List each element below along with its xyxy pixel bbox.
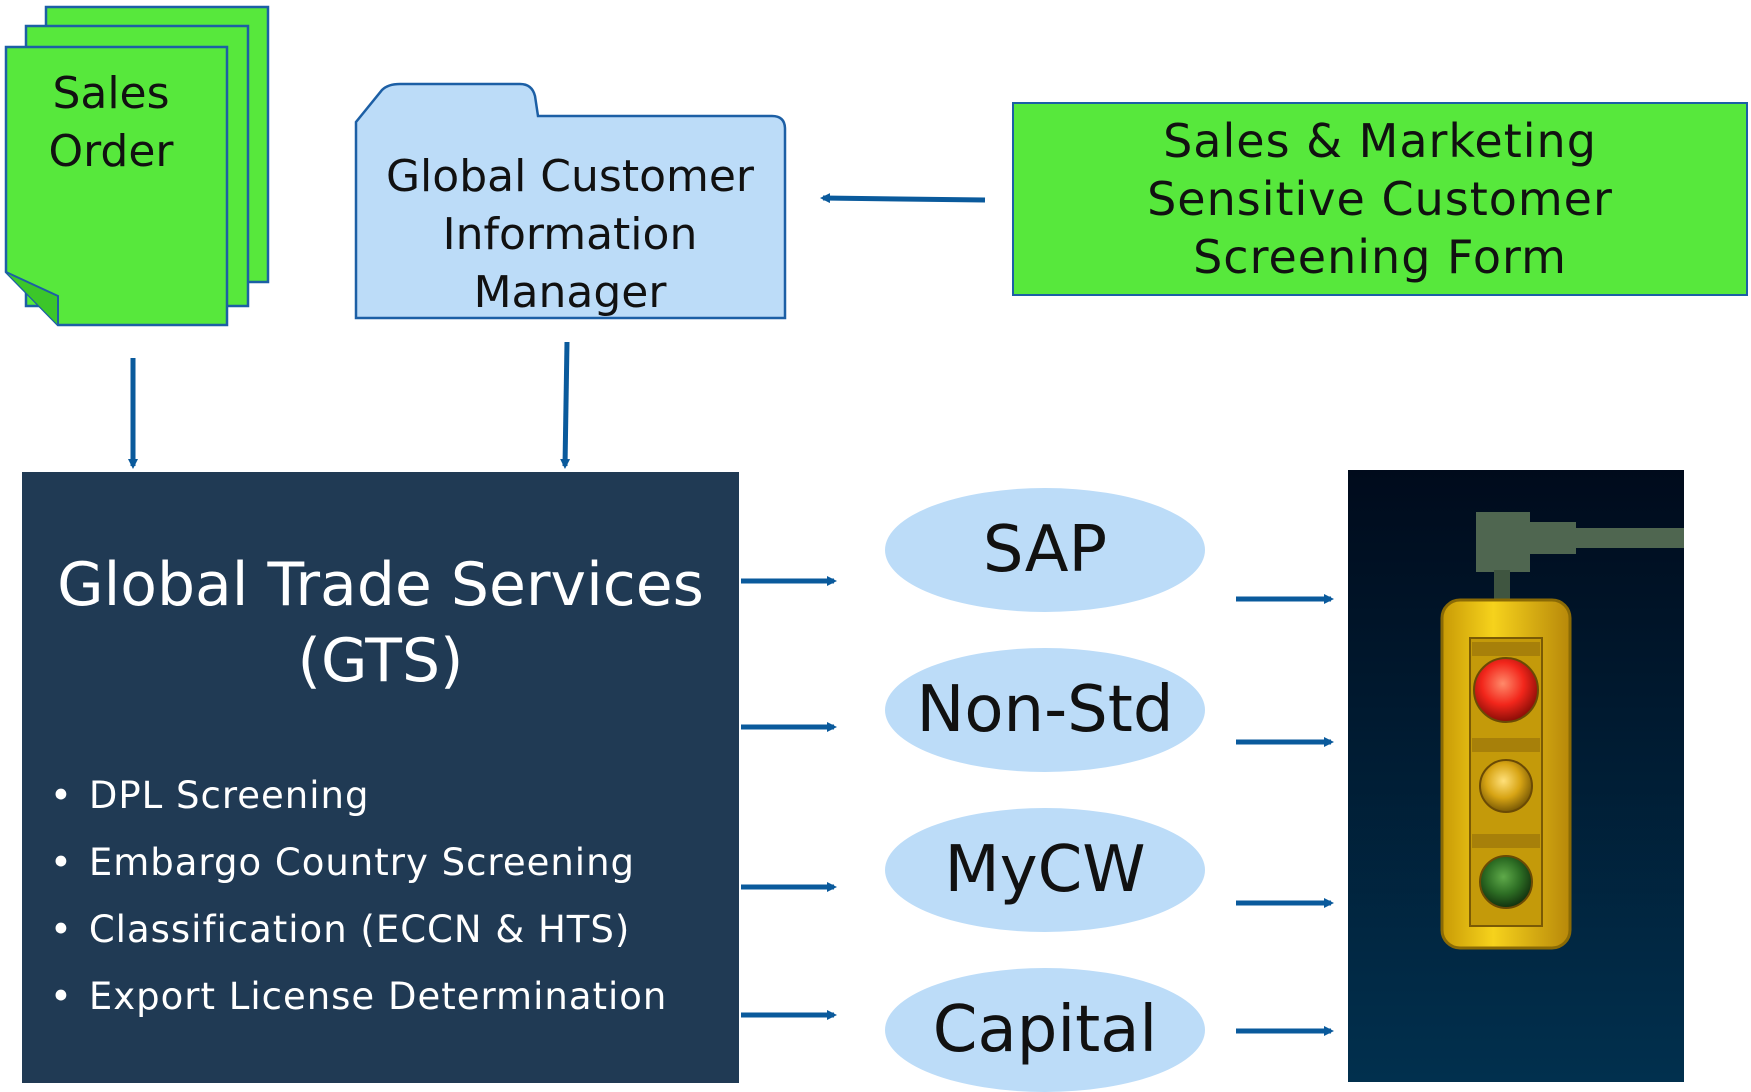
visor-red	[1472, 642, 1540, 656]
pole-bracket	[1526, 522, 1576, 554]
gts-bullet-classification: Classification (ECCN & HTS)	[50, 896, 667, 963]
system-oval-nonstd: Non-Std	[885, 648, 1205, 772]
gts-bullet-license: Export License Determination	[50, 963, 667, 1030]
gts-bullet-dpl: DPL Screening	[50, 762, 667, 829]
arrow-gcim-to-gts	[560, 341, 571, 469]
pole-mount	[1476, 512, 1530, 572]
gcim-line-3: Manager	[473, 267, 667, 318]
lamp-red	[1473, 657, 1539, 723]
pole-stem	[1494, 570, 1510, 600]
gts-title: Global Trade Services (GTS)	[22, 547, 739, 699]
sales-order-line-1: Sales	[52, 68, 170, 119]
screening-form-line-2: Sensitive Customer	[1147, 172, 1613, 226]
gts-title-line-1: Global Trade Services	[57, 550, 704, 620]
gts-feature-list: DPL Screening Embargo Country Screening …	[50, 762, 667, 1030]
pole-arm	[1572, 528, 1684, 548]
system-oval-capital: Capital	[885, 968, 1205, 1092]
sales-order-label: Sales Order	[6, 65, 216, 181]
gts-box: Global Trade Services (GTS) DPL Screenin…	[22, 472, 739, 1083]
gcim-label: Global Customer Information Manager	[355, 148, 785, 322]
document-front	[4, 45, 229, 327]
sales-order-line-2: Order	[48, 126, 174, 177]
screening-form-line-3: Screening Form	[1193, 230, 1567, 284]
traffic-light-panel	[1348, 470, 1684, 1082]
system-oval-mycw: MyCW	[885, 808, 1205, 932]
flow-arrows	[128, 193, 1334, 1036]
screening-form-line-1: Sales & Marketing	[1163, 114, 1597, 168]
visor-green	[1472, 834, 1540, 848]
gts-bullet-embargo: Embargo Country Screening	[50, 829, 667, 896]
document-fold	[5, 271, 59, 325]
sales-order-document-stack	[4, 5, 270, 327]
screening-form-box: Sales & Marketing Sensitive Customer Scr…	[1012, 102, 1748, 296]
lamp-green	[1479, 855, 1533, 909]
gcim-line-2: Information	[442, 209, 698, 260]
gcim-folder	[354, 82, 787, 320]
traffic-light-icon	[1440, 512, 1684, 950]
arrow-form-to-gcim	[820, 193, 986, 204]
system-oval-sap: SAP	[885, 488, 1205, 612]
gts-title-line-2: (GTS)	[297, 626, 464, 696]
lamp-amber	[1479, 759, 1533, 813]
visor-amber	[1472, 738, 1540, 752]
gcim-line-1: Global Customer	[385, 151, 755, 202]
